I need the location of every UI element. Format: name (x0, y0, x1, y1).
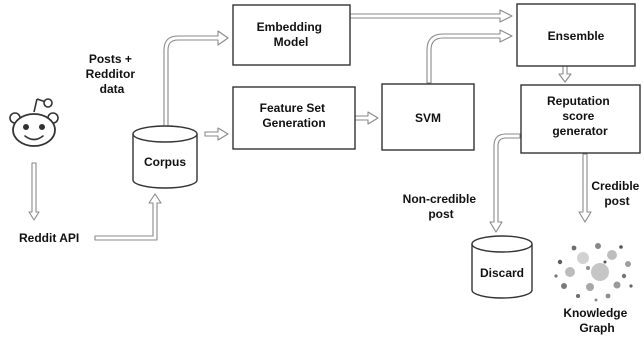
arrow-feature-to-svm (354, 111, 379, 125)
svg-text:Knowledge Graph: Knowledge Graph (563, 306, 630, 335)
reddit-icon (9, 98, 59, 147)
arrows (28, 9, 592, 241)
svm-node: SVM (381, 83, 475, 151)
arrow-svm-to-ensemble (426, 29, 513, 84)
arrow-ensemble-to-reputation (558, 65, 572, 83)
svg-text:Credible post: Credible post (591, 179, 642, 208)
arrow-reddit-to-api (28, 162, 40, 221)
discard-label: Discard (480, 266, 524, 280)
svg-text:Posts + Redditor d: Posts + Redditor data (86, 52, 139, 96)
arrow-reputation-to-graph (578, 153, 592, 223)
svg-text:Non-credible post: Non-credible post (403, 192, 480, 221)
corpus-node: Corpus (132, 125, 198, 189)
arrow-corpus-to-embedding (163, 30, 229, 129)
embedding-model-label: Embedding Model (257, 20, 326, 49)
arrow-embedding-to-ensemble (349, 9, 513, 23)
knowledge-graph-label: Knowledge Graph (563, 306, 630, 335)
posts-data-label: Posts + Redditor data (86, 52, 139, 96)
ensemble-label: Ensemble (548, 29, 605, 43)
feature-set-node: Feature Set Generation (232, 86, 356, 150)
ensemble-node: Ensemble (516, 3, 636, 67)
arrow-corpus-to-feature (204, 127, 229, 141)
arrow-reputation-to-discard (489, 133, 521, 233)
reputation-node: Reputation score generator (520, 84, 641, 154)
credible-label: Credible post (591, 179, 642, 208)
feature-set-label: Feature Set Generation (260, 101, 329, 130)
non-credible-label: Non-credible post (403, 192, 480, 221)
arrow-api-to-corpus (94, 193, 162, 241)
reddit-api-label: Reddit API (19, 231, 79, 245)
svg-text:Reddit API: Reddit API (19, 231, 79, 245)
reputation-label: Reputation score generator (547, 94, 613, 138)
corpus-label: Corpus (144, 155, 186, 169)
embedding-model-node: Embedding Model (232, 4, 351, 66)
svm-label: SVM (415, 111, 441, 125)
discard-node: Discard (471, 235, 533, 299)
knowledge-graph-icon (554, 243, 633, 302)
